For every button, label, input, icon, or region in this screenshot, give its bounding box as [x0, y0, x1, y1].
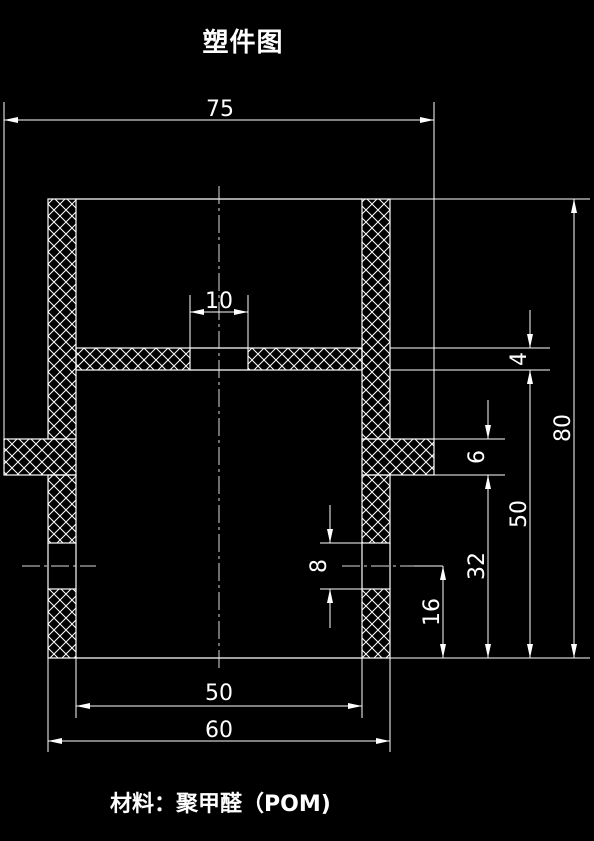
dim-50-vertical: 50: [507, 500, 532, 528]
right-wall-bottom: [361, 588, 391, 659]
dim-32: 32: [465, 552, 490, 580]
centerlines: [22, 186, 414, 672]
dim-16: 16: [420, 598, 445, 626]
material-note: 材料：聚甲醛（POM): [110, 786, 331, 818]
material-value: 聚甲醛（POM): [176, 792, 331, 817]
dim-10: 10: [205, 289, 233, 314]
left-wall-middle: [47, 474, 77, 544]
left-wall-upper: [47, 198, 77, 440]
dim-75: 75: [206, 97, 234, 122]
material-label: 材料：: [110, 792, 177, 817]
dim-50-bottom: 50: [205, 681, 233, 706]
section-hatch: [3, 198, 435, 659]
left-wall-bottom: [47, 588, 77, 659]
extension-lines: [3, 102, 590, 752]
dim-60: 60: [205, 718, 233, 743]
dim-6: 6: [465, 450, 490, 464]
dimension-lines: [4, 117, 577, 744]
right-wall-middle: [361, 474, 391, 544]
right-wall-upper: [361, 198, 391, 440]
dim-8: 8: [307, 559, 332, 573]
drawing-title: 塑件图: [202, 28, 284, 58]
right-flange: [361, 438, 435, 476]
partition-right: [247, 347, 363, 371]
left-flange: [3, 438, 77, 476]
dim-80: 80: [551, 414, 576, 442]
partition-left: [75, 347, 191, 371]
dimension-labels: 75 10 50 60 80 4 50 6 32 16 8: [205, 97, 576, 743]
dim-4: 4: [507, 352, 532, 366]
